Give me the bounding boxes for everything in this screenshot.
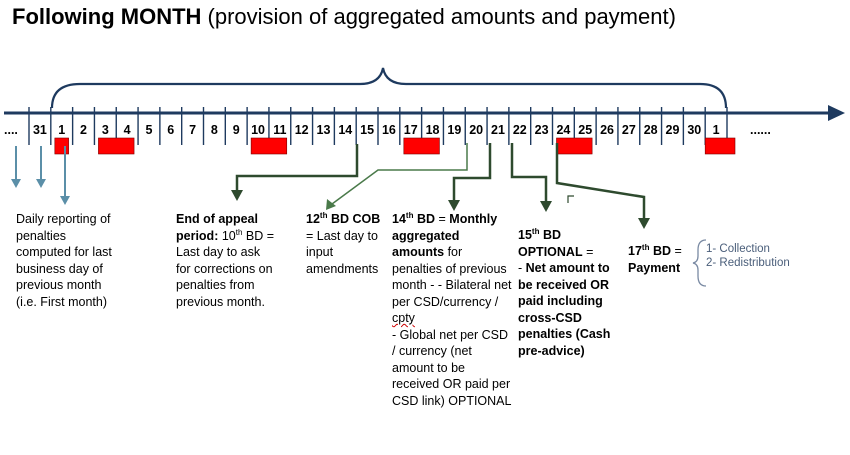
timeline-day-label: 7 xyxy=(189,123,196,137)
timeline-day-label: 11 xyxy=(273,123,286,137)
appeal-arrow xyxy=(235,144,359,192)
timeline-day-label: 2 xyxy=(80,123,87,137)
small-mark xyxy=(567,195,574,203)
timeline-day-label: 3 xyxy=(102,123,109,137)
timeline-highlights xyxy=(54,137,736,155)
timeline-day-label: 20 xyxy=(469,123,483,137)
timeline-day-label: 19 xyxy=(447,123,461,137)
non-business-days-marker xyxy=(403,137,440,155)
optional-arrow xyxy=(510,143,548,203)
timeline-day-label: 29 xyxy=(666,123,680,137)
note-17th-bd-payment: 17th BD = Payment xyxy=(628,242,682,275)
timeline-day-label: 15 xyxy=(360,123,374,137)
timeline-day-label: 1 xyxy=(58,123,65,137)
payment-list-brace xyxy=(692,239,707,287)
timeline-day-label: 12 xyxy=(295,123,309,137)
timeline-day-label: 10 xyxy=(251,123,265,137)
timeline-day-label: 25 xyxy=(578,123,592,137)
payment-list: 1- Collection 2- Redistribution xyxy=(706,242,816,270)
timeline-day-label: 1 xyxy=(713,123,720,137)
month-brace xyxy=(50,67,728,109)
timeline-day-label: 21 xyxy=(491,123,505,137)
payment-list-item: 2- Redistribution xyxy=(706,257,790,269)
non-business-days-marker xyxy=(98,137,135,155)
non-business-days-marker xyxy=(250,137,288,155)
timeline-day-label: 4 xyxy=(124,123,131,137)
note-daily-reporting: Daily reporting of penalties computed fo… xyxy=(16,212,112,309)
monthly-arrow xyxy=(452,143,492,202)
timeline-day-label: 26 xyxy=(600,123,614,137)
diagram-title: Following MONTH (provision of aggregated… xyxy=(12,4,676,30)
timeline-day-label: 22 xyxy=(513,123,527,137)
payment-list-item: 1- Collection xyxy=(706,243,770,255)
note-14th-bd-monthly: 14th BD = Monthly aggregated amounts for… xyxy=(392,210,512,408)
timeline-day-label: 18 xyxy=(426,123,440,137)
timeline-day-label: 14 xyxy=(338,123,352,137)
timeline-day-label: 31 xyxy=(33,123,47,137)
non-business-days-marker xyxy=(704,137,736,155)
timeline-day-label: 8 xyxy=(211,123,218,137)
timeline-end-dots: ...... xyxy=(750,123,771,137)
daily-arrows xyxy=(15,146,66,197)
non-business-days-marker xyxy=(54,137,69,155)
timeline-day-label: 16 xyxy=(382,123,396,137)
timeline-day-label: 17 xyxy=(404,123,418,137)
daily-arrowheads xyxy=(11,179,70,205)
cob-arrow xyxy=(331,143,468,205)
timeline-day-label: 28 xyxy=(644,123,658,137)
note-15th-bd-optional: 15th BD OPTIONAL =- Net amount to be rec… xyxy=(518,226,611,358)
timeline-day-label: 9 xyxy=(233,123,240,137)
title-rest: (provision of aggregated amounts and pay… xyxy=(201,4,676,29)
timeline-day-label: 24 xyxy=(556,123,570,137)
timeline-start-dots: .... xyxy=(4,123,18,137)
note-12th-bd-cob: 12th BD COB = Last day to input amendmen… xyxy=(306,210,381,276)
title-bold: Following MONTH xyxy=(12,4,202,29)
payment-arrow xyxy=(555,143,646,220)
timeline-day-label: 6 xyxy=(167,123,174,137)
timeline-day-label: 13 xyxy=(317,123,331,137)
timeline-day-label: 23 xyxy=(535,123,549,137)
note-end-of-appeal: End of appeal period: 10th BD = Last day… xyxy=(176,212,275,309)
non-business-days-marker xyxy=(556,137,593,155)
timeline-day-label: 27 xyxy=(622,123,636,137)
timeline-day-label: 5 xyxy=(145,123,152,137)
timeline-arrowhead xyxy=(828,105,845,121)
timeline-day-label: 30 xyxy=(687,123,701,137)
